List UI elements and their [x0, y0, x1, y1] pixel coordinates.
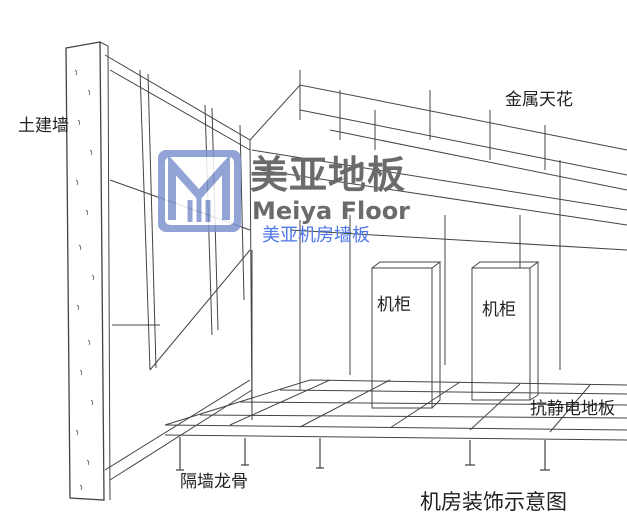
cabinet-1: [371, 261, 442, 409]
label-cabinet-1: 机柜: [377, 295, 411, 315]
logo-name-cn: 美亚地板: [250, 153, 407, 197]
logo-icon: [158, 150, 241, 232]
label-antistatic-floor: 抗静电地板: [530, 399, 615, 419]
diagram-title: 机房装饰示意图: [420, 490, 567, 514]
label-cabinet-2: 机柜: [482, 300, 516, 320]
label-partition-keel: 隔墙龙骨: [180, 472, 248, 492]
partition-keel: [104, 54, 253, 481]
logo-subtitle: 美亚机房墙板: [262, 225, 370, 246]
antistatic-floor: [164, 379, 627, 471]
metal-ceiling: [249, 70, 627, 251]
label-civil-wall: 土建墙: [18, 116, 69, 136]
logo-name-en: Meiya Floor: [252, 197, 411, 225]
label-metal-ceiling: 金属天花: [505, 90, 573, 110]
civil-wall: [65, 41, 111, 501]
cabinet-2: [471, 261, 540, 401]
